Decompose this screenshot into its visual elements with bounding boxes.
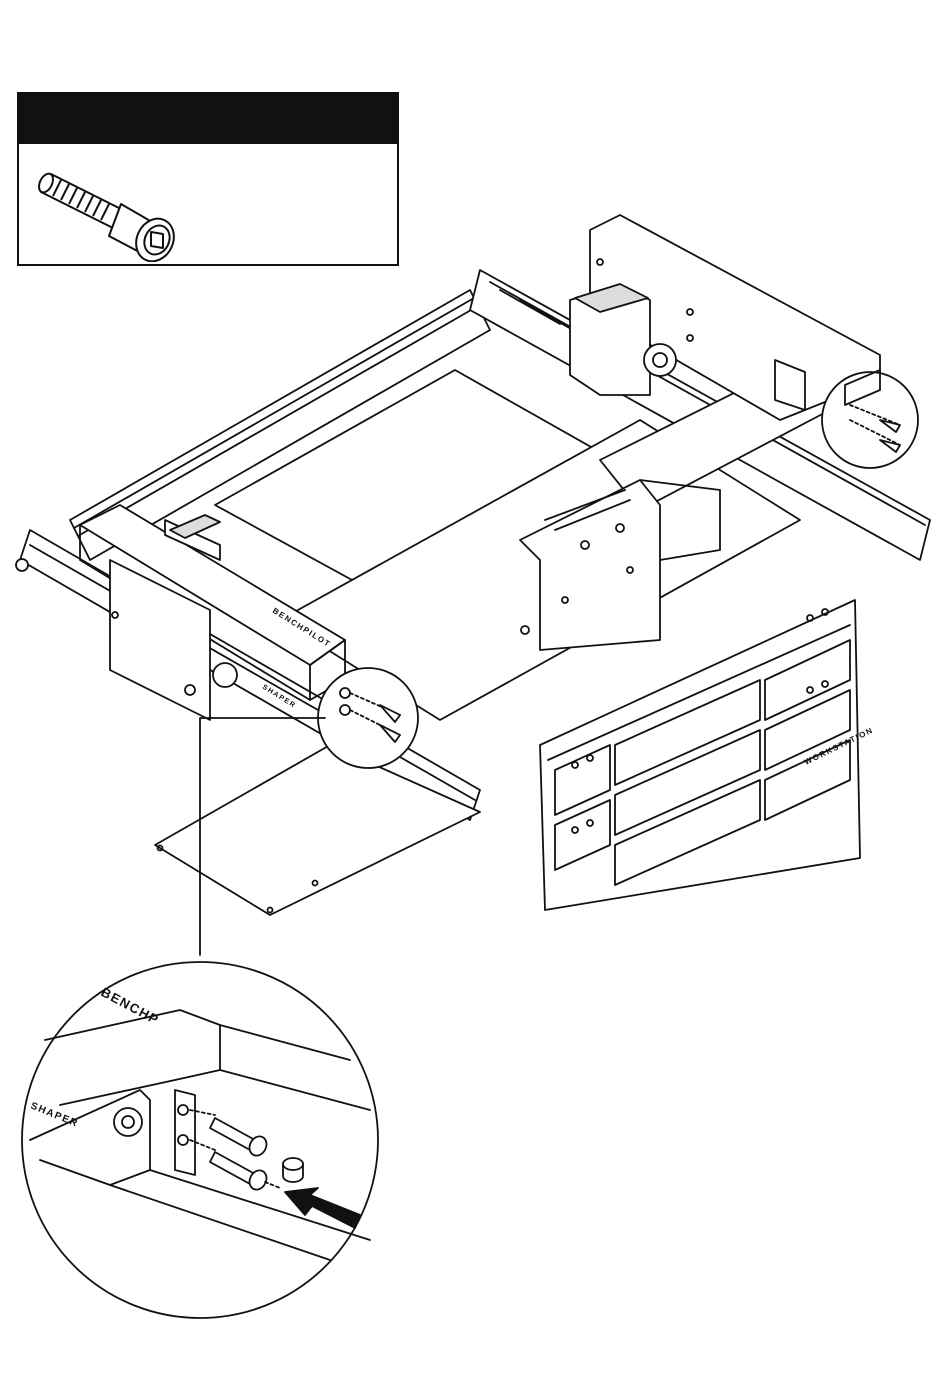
detail-magnified: BENCHP SHAPER [22, 962, 378, 1318]
detail-circle-front [318, 668, 418, 768]
detail-circle-back [822, 370, 918, 468]
